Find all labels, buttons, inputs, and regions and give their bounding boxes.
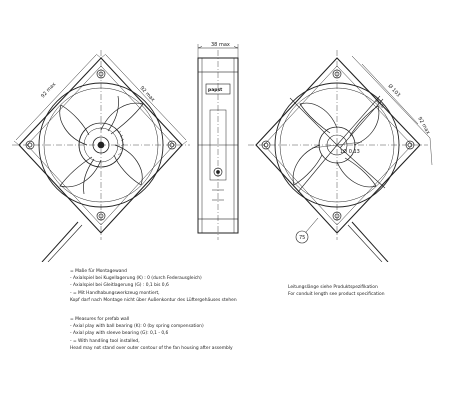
front-view	[12, 50, 190, 262]
note-line: Head may not stand over outer contour of…	[70, 345, 233, 351]
strut	[336, 95, 381, 146]
fan-blade	[107, 95, 119, 132]
note-line: Kopf darf nach Montage nicht über Außenk…	[70, 297, 237, 303]
note-line: For conduit length see product specifica…	[288, 292, 385, 297]
dim-right-top-inner: 82,5	[374, 97, 386, 109]
strut	[297, 144, 338, 193]
note-line: - = With handling tool installed,	[70, 338, 140, 344]
strut	[336, 144, 386, 189]
housing-outline	[255, 57, 421, 234]
dim-left-top-left: 92 max	[40, 81, 57, 99]
brand-label: papst	[208, 87, 223, 93]
dim-right-top: Ø 103	[387, 83, 402, 99]
note-line: - Axial play with sleeve bearing (G): 0,…	[70, 331, 169, 337]
note-line: = Measures for prefab wall	[70, 317, 130, 322]
fan-blade	[59, 156, 102, 188]
fan-blade	[59, 104, 90, 146]
fan-technical-drawing: 92 max 92 max 38 max papst Ø 103 82,5 92…	[12, 42, 433, 262]
callout-bubble	[295, 230, 309, 244]
notes-german: = Maße für Montagewand - Axialspiel bei …	[70, 268, 237, 304]
note-line: Leitungslänge siehe Produktspezifikation	[288, 285, 378, 290]
note-line: - Axialspiel bei Kugellagerung (K) : 0 (…	[70, 276, 202, 282]
fan-blade	[100, 102, 144, 135]
connector	[213, 167, 223, 177]
notes-english: = Measures for prefab wall - Axial play …	[70, 316, 233, 352]
dim-side-width: 38 max	[211, 42, 230, 48]
dim-right-center: 1Ø 0.13	[340, 148, 360, 155]
cable	[41, 221, 79, 262]
note-line: = Maße für Montagewand	[70, 269, 127, 274]
fan-blade	[113, 144, 143, 186]
rear-view	[248, 50, 433, 262]
label-plate	[205, 83, 231, 95]
fan-blade	[349, 105, 380, 146]
fan-blade	[336, 157, 377, 188]
side-view	[197, 44, 239, 240]
cable	[351, 221, 389, 262]
callout-number: 75	[299, 235, 305, 241]
strut	[289, 97, 338, 146]
fan-blade	[299, 102, 338, 134]
note-line: - Axial play with ball bearing (K): 0 (b…	[70, 324, 204, 330]
cable-length-note: Leitungslänge siehe Produktspezifikation…	[288, 284, 385, 298]
fan-blade	[292, 144, 323, 186]
note-line: - Axialspiel bei Gleitlagerung (G) : 0,1…	[70, 283, 169, 289]
note-line: - = Mit Handhabungswerkzeug montiert,	[70, 290, 160, 296]
